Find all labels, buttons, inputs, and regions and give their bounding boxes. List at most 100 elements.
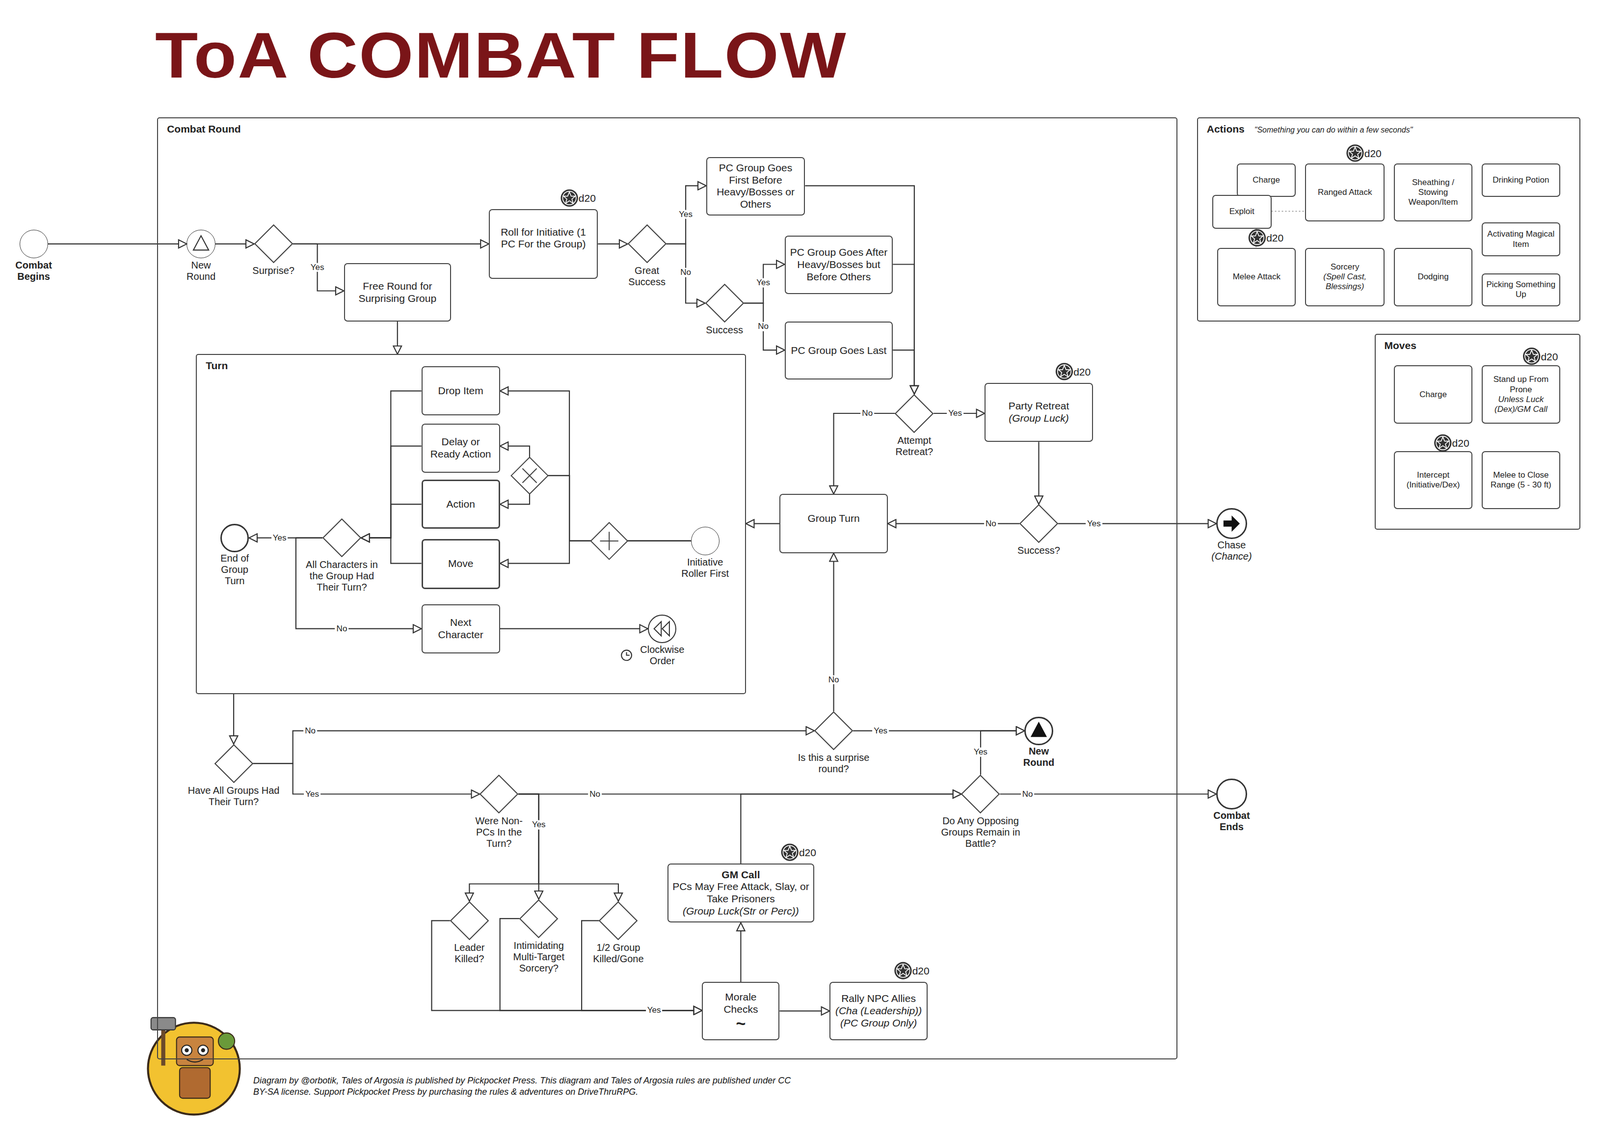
logo-disc xyxy=(147,1022,240,1115)
node-label: End of Group Turn xyxy=(213,552,257,587)
box-text: Unless Luck (Dex)/GM Call xyxy=(1485,394,1557,415)
edge-label: No xyxy=(587,789,602,799)
box-text: Party Retreat xyxy=(1008,400,1070,413)
box-text: Drinking Potion xyxy=(1492,175,1549,186)
node-label-text: Clockwise Order xyxy=(636,643,688,667)
process-box: Intercept (Initiative/Dex) xyxy=(1393,451,1473,510)
connector xyxy=(666,185,707,244)
container-header: Turn xyxy=(205,359,228,372)
node-label: Attempt Retreat? xyxy=(885,434,943,458)
decision-diamond: Have All Groups Had Their Turn? xyxy=(214,744,254,783)
diamond-outline xyxy=(895,394,934,433)
chase-arrow xyxy=(1223,515,1240,532)
connector xyxy=(832,553,834,712)
box-text: PC Group Goes After Heavy/Bosses but Bef… xyxy=(789,246,888,283)
box-text: Exploit xyxy=(1229,206,1255,217)
connector xyxy=(666,243,706,304)
title: ToA COMBAT FLOW xyxy=(155,19,848,91)
node-label: Great Success xyxy=(621,265,673,288)
d20-icon xyxy=(1248,229,1266,247)
box-text: Melee to Close Range (5 - 30 ft) xyxy=(1485,470,1557,490)
diamond-outline xyxy=(814,711,853,750)
node-label-text: (Chance) xyxy=(1200,550,1263,562)
process-box: Morale Checks~ xyxy=(701,981,780,1040)
node-label: Do Any Opposing Groups Remain in Battle? xyxy=(929,815,1032,850)
process-box: Stand up From ProneUnless Luck (Dex)/GM … xyxy=(1481,365,1561,424)
process-box: Free Round for Surprising Group xyxy=(344,263,452,322)
node-label: Success xyxy=(693,324,756,336)
process-box: Picking Something Up xyxy=(1481,273,1561,307)
node-label-text: Do Any Opposing Groups Remain in Battle? xyxy=(929,815,1032,850)
event-circle: Combat Begins xyxy=(19,229,49,259)
process-box: GM CallPCs May Free Attack, Slay, or Tak… xyxy=(667,863,815,923)
event-circle: End of Group Turn xyxy=(220,523,249,553)
d20-icon xyxy=(781,843,799,861)
connector xyxy=(1271,211,1306,213)
logo-hammer-handle xyxy=(160,1024,165,1066)
connector xyxy=(295,537,422,629)
process-box: Sorcery(Spell Cast, Blessings) xyxy=(1305,247,1385,307)
end-triangle xyxy=(1030,721,1047,737)
decision-diamond: 1/2 Group Killed/Gone xyxy=(598,901,638,940)
node-label: Success? xyxy=(1008,544,1070,557)
connector xyxy=(361,446,422,538)
group-container: Combat RoundNew Round Surprise? Free Round… xyxy=(157,117,1178,1060)
box-text: PCs May Free Attack, Slay, or Take Priso… xyxy=(672,880,810,906)
box-text: Rally NPC Allies xyxy=(841,992,916,1005)
node-label-text: Success? xyxy=(1008,544,1070,557)
box-text: (Cha (Leadership)) (PC Group Only) xyxy=(834,1004,923,1030)
connector xyxy=(253,730,815,764)
process-box: Delay or Ready Action xyxy=(421,423,501,473)
container-title: "Something you can do within a few secon… xyxy=(1254,125,1414,135)
box-text: (Group Luck) xyxy=(1008,412,1069,425)
logo-pupil xyxy=(201,1047,206,1052)
process-box: Sheathing / Stowing Weapon/Item xyxy=(1393,163,1473,222)
box-text: Ranged Attack xyxy=(1317,187,1373,198)
decision-diamond: Attempt Retreat? xyxy=(894,394,934,433)
diamond-outline xyxy=(322,518,361,557)
connector xyxy=(518,794,619,902)
process-box: Dodging xyxy=(1393,247,1473,307)
connector xyxy=(233,693,235,745)
box-text: Morale Checks xyxy=(706,990,775,1016)
connector xyxy=(48,243,187,245)
node-label: Chase(Chance) xyxy=(1200,539,1263,562)
node-label-text: Combat Ends xyxy=(1205,809,1257,833)
connector xyxy=(740,794,961,864)
connector xyxy=(518,794,539,900)
edge-label: Yes xyxy=(872,725,889,736)
diamond-outline xyxy=(1019,504,1058,543)
diamond-outline xyxy=(705,284,744,322)
diamond-shape xyxy=(1019,504,1059,543)
d20-icon xyxy=(560,189,578,207)
diamond-outline xyxy=(961,774,1000,813)
container-header: Moves xyxy=(1384,339,1417,352)
node-label-text: 1/2 Group Killed/Gone xyxy=(589,941,647,965)
connector xyxy=(469,794,539,902)
caption: Diagram by @orbotik, Tales of Argosia is… xyxy=(253,1074,799,1098)
diamond-shape xyxy=(814,711,854,750)
diamond-shape xyxy=(627,224,667,264)
node-label: New Round xyxy=(179,259,223,283)
clock-hands xyxy=(626,652,630,656)
container-title: Turn xyxy=(205,359,228,372)
dice-label: d20 xyxy=(1540,350,1558,362)
box-text: (Group Luck(Str or Perc)) xyxy=(682,905,800,918)
edge-label: No xyxy=(860,408,875,419)
logo-pupil xyxy=(184,1047,189,1052)
edge-label: Yes xyxy=(645,1005,663,1015)
event-circle: New Round xyxy=(1024,716,1053,746)
node-label-text: New Round xyxy=(179,259,223,283)
container-header: Combat Round xyxy=(166,123,241,135)
node-label: Surprise? xyxy=(237,265,310,277)
node-label-text: Chase xyxy=(1200,539,1263,551)
logo-mouth xyxy=(186,1059,203,1062)
node-label-text: Leader Killed? xyxy=(447,941,492,965)
process-box: Next Character xyxy=(421,604,501,654)
box-text: Sorcery xyxy=(1330,262,1360,272)
process-box: PC Group Goes First Before Heavy/Bosses … xyxy=(706,157,806,216)
container-title: Combat Round xyxy=(166,123,241,135)
decision-diamond: Is this a surprise round? xyxy=(814,711,854,750)
logo-eye xyxy=(197,1044,209,1056)
diamond-shape xyxy=(598,901,638,940)
